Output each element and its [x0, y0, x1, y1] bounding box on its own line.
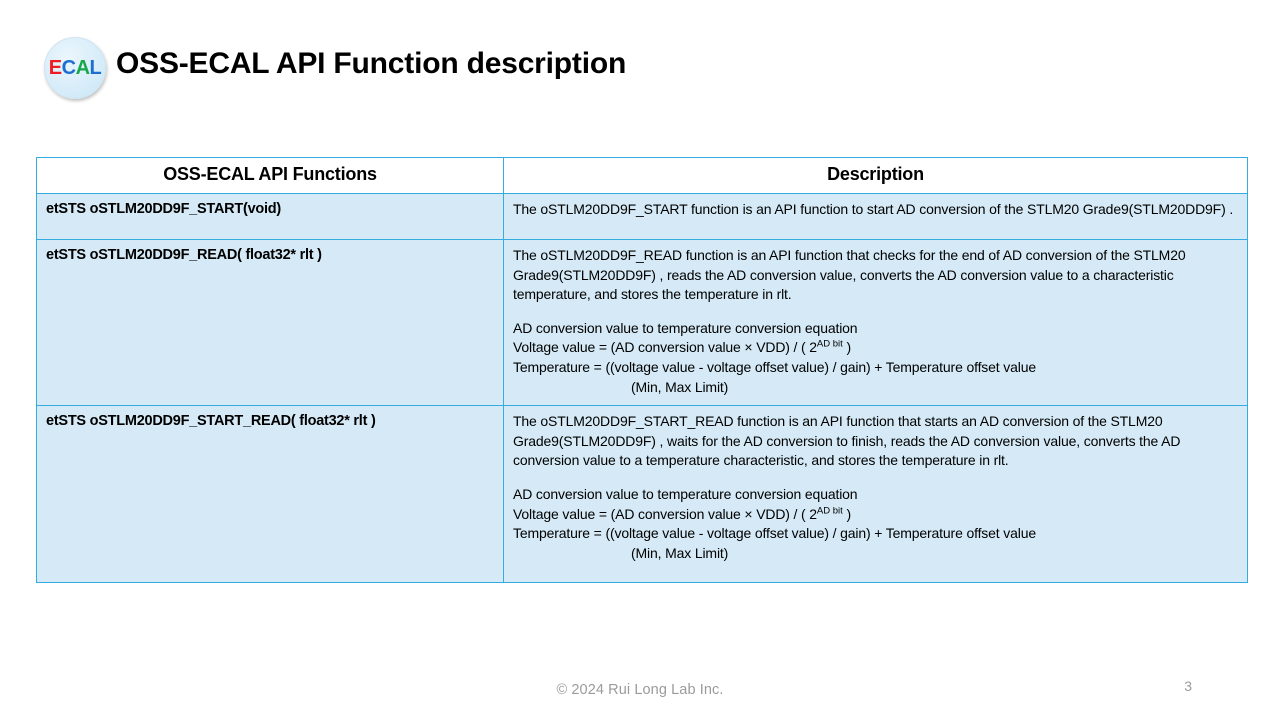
equation-heading: AD conversion value to temperature conve… [513, 485, 858, 502]
equation-limits: (Min, Max Limit) [513, 378, 1239, 398]
description-paragraph: The oSTLM20DD9F_START function is an API… [513, 201, 1234, 217]
equation-limits-text: (Min, Max Limit) [631, 378, 729, 395]
logo-letter-a: A [75, 57, 90, 79]
function-signature: etSTS oSTLM20DD9F_READ( float32* rlt ) [36, 238, 504, 407]
equation-limits: (Min, Max Limit) [513, 544, 1239, 564]
equation-voltage: Voltage value = (AD conversion value × V… [513, 338, 1239, 358]
table-header-row: OSS-ECAL API Functions Description [36, 157, 1248, 194]
equation-temperature: Temperature = ((voltage value - voltage … [513, 358, 1036, 375]
equation-temperature: Temperature = ((voltage value - voltage … [513, 525, 1036, 542]
equation-heading: AD conversion value to temperature conve… [513, 319, 858, 336]
function-description: The oSTLM20DD9F_START_READ function is a… [503, 405, 1248, 584]
function-signature: etSTS oSTLM20DD9F_START_READ( float32* r… [36, 405, 504, 584]
function-signature: etSTS oSTLM20DD9F_START(void) [36, 193, 504, 240]
table-row: etSTS oSTLM20DD9F_START(void) The oSTLM2… [36, 193, 1248, 240]
page-number: 3 [1184, 678, 1192, 694]
column-header-description: Description [503, 157, 1248, 194]
equation-limits-text: (Min, Max Limit) [631, 544, 729, 561]
description-paragraph: The oSTLM20DD9F_READ function is an API … [513, 247, 1186, 303]
logo-letter-c: C [61, 57, 76, 79]
table-row: etSTS oSTLM20DD9F_START_READ( float32* r… [36, 405, 1248, 584]
equation-voltage-suffix: ) [842, 339, 852, 356]
equation-voltage-suffix: ) [842, 505, 852, 522]
page-title: OSS-ECAL API Function description [116, 47, 627, 80]
equation-voltage-exponent: AD bit [816, 338, 843, 350]
function-description: The oSTLM20DD9F_READ function is an API … [503, 238, 1248, 407]
equation-voltage-exponent: AD bit [816, 504, 843, 516]
column-header-functions: OSS-ECAL API Functions [36, 157, 504, 194]
footer-copyright: © 2024 Rui Long Lab Inc. [556, 682, 724, 698]
description-paragraph: The oSTLM20DD9F_START_READ function is a… [513, 413, 1181, 469]
table-row: etSTS oSTLM20DD9F_READ( float32* rlt ) T… [36, 238, 1248, 407]
logo-letter-e: E [48, 57, 62, 79]
function-description: The oSTLM20DD9F_START function is an API… [503, 193, 1248, 240]
equation-voltage-prefix: Voltage value = (AD conversion value × V… [513, 339, 817, 356]
equation-voltage: Voltage value = (AD conversion value × V… [513, 505, 1239, 525]
equation-voltage-prefix: Voltage value = (AD conversion value × V… [513, 505, 817, 522]
api-function-table: OSS-ECAL API Functions Description etSTS… [36, 157, 1248, 584]
logo-letter-l: L [89, 57, 102, 79]
